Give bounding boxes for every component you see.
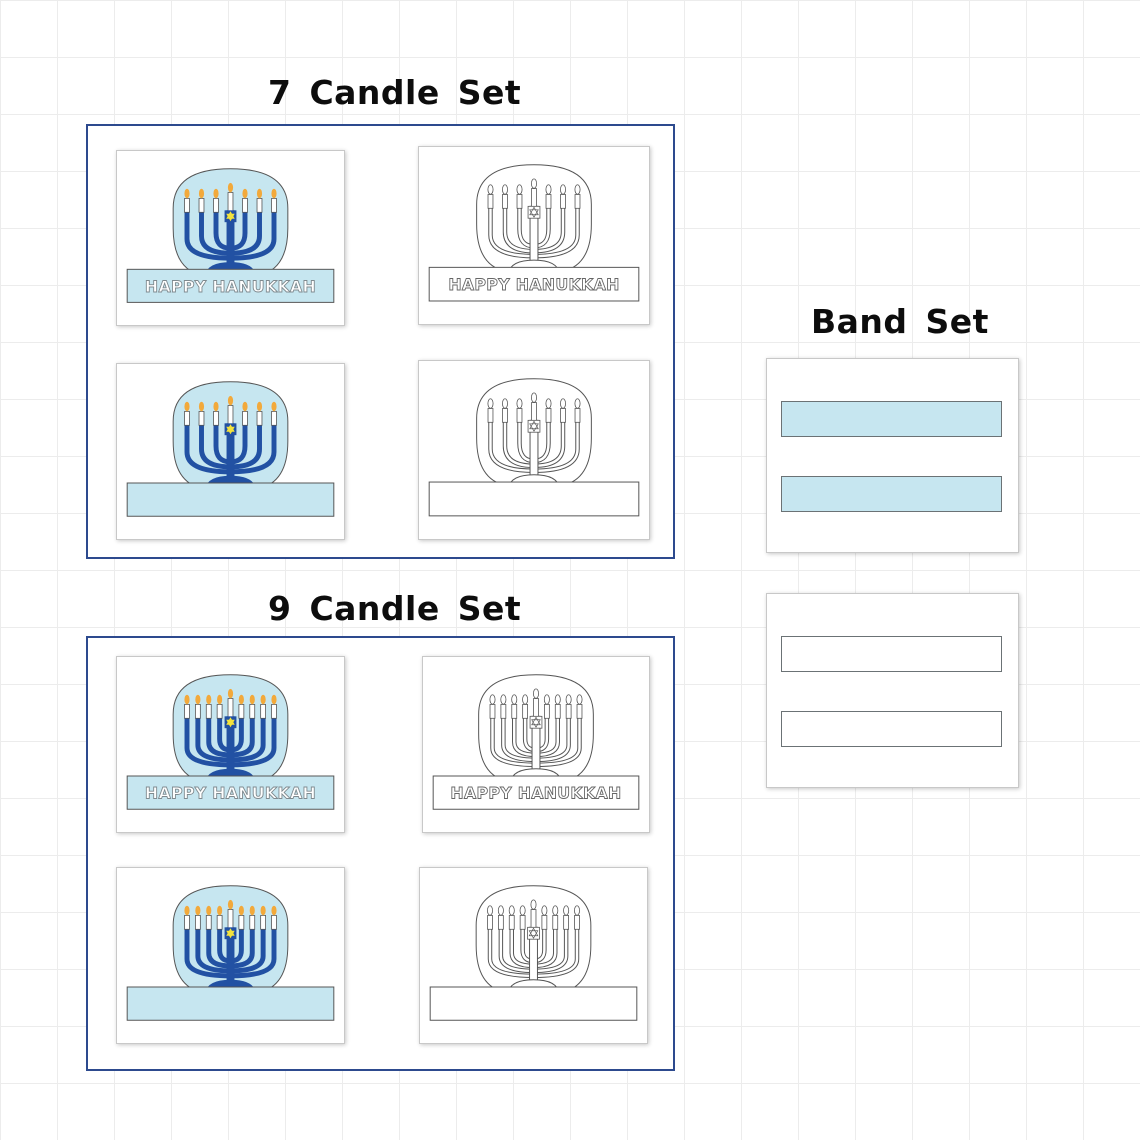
seven-candle-set-title: 7 Candle Set (268, 73, 522, 112)
card-9-outline-with-text[interactable]: HAPPY HANUKKAH (422, 656, 650, 833)
menorah-outline-icon: HAPPY HANUKKAH (432, 674, 640, 810)
band-strip-outline (781, 636, 1002, 672)
nine-candle-set-title: 9 Candle Set (268, 589, 522, 628)
card-7-colored-blank[interactable] (116, 363, 345, 540)
card-9-outline-blank[interactable] (419, 867, 648, 1044)
menorah-colored-icon (126, 885, 335, 1021)
svg-text:HAPPY HANUKKAH: HAPPY HANUKKAH (448, 275, 619, 294)
svg-text:HAPPY HANUKKAH: HAPPY HANUKKAH (145, 277, 316, 296)
band-strip-colored (781, 476, 1002, 512)
svg-text:HAPPY HANUKKAH: HAPPY HANUKKAH (450, 784, 621, 803)
band-strip-colored (781, 401, 1002, 437)
svg-text:HAPPY HANUKKAH: HAPPY HANUKKAH (145, 784, 316, 803)
band-card-outline[interactable] (766, 593, 1019, 788)
menorah-colored-icon (126, 381, 335, 517)
menorah-outline-icon (429, 885, 638, 1021)
card-7-outline-blank[interactable] (418, 360, 650, 540)
card-9-colored-blank[interactable] (116, 867, 345, 1044)
card-7-outline-with-text[interactable]: HAPPY HANUKKAH (418, 146, 650, 325)
menorah-outline-icon (428, 378, 640, 517)
menorah-colored-icon: HAPPY HANUKKAH (126, 674, 335, 810)
band-set-title: Band Set (811, 302, 989, 341)
menorah-outline-icon: HAPPY HANUKKAH (428, 164, 640, 302)
band-strip-outline (781, 711, 1002, 747)
band-card-colored[interactable] (766, 358, 1019, 553)
card-7-colored-with-text[interactable]: HAPPY HANUKKAH (116, 150, 345, 326)
card-9-colored-with-text[interactable]: HAPPY HANUKKAH (116, 656, 345, 833)
menorah-colored-icon: HAPPY HANUKKAH (126, 168, 335, 303)
